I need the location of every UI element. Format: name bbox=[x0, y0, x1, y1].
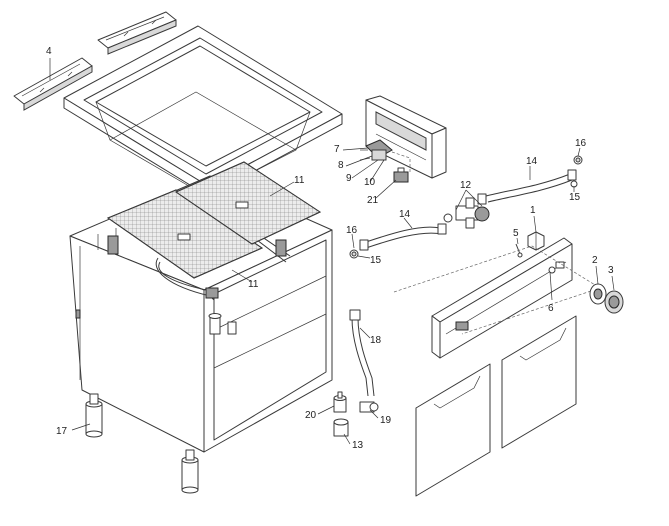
callout-3: 3 bbox=[608, 265, 614, 276]
callout-11-lower: 11 bbox=[248, 279, 259, 290]
knob bbox=[604, 290, 624, 314]
callout-15-left: 15 bbox=[370, 255, 382, 266]
callout-18: 18 bbox=[370, 335, 382, 346]
callout-11-upper: 11 bbox=[294, 175, 305, 186]
mesh-grid-upper bbox=[174, 161, 322, 245]
thermostat-assembly bbox=[359, 139, 411, 172]
drain-hose bbox=[349, 309, 375, 397]
callout-6: 6 bbox=[548, 303, 554, 314]
door-right bbox=[501, 315, 577, 449]
callout-7: 7 bbox=[334, 144, 340, 155]
gas-hose-left bbox=[359, 223, 447, 251]
top-lid-well bbox=[63, 25, 343, 197]
leader-lines bbox=[49, 58, 615, 445]
callout-20: 20 bbox=[305, 410, 317, 421]
callout-14-right: 14 bbox=[526, 156, 538, 167]
hinge-rail-left bbox=[13, 57, 93, 111]
callout-13: 13 bbox=[352, 440, 364, 451]
front-control-panel bbox=[431, 237, 573, 359]
callout-8: 8 bbox=[338, 160, 344, 171]
panel-outline-dashed bbox=[393, 245, 601, 335]
adjustable-foot-right bbox=[181, 449, 199, 494]
callout-10: 10 bbox=[364, 177, 376, 188]
callout-16-right: 16 bbox=[575, 138, 587, 149]
callout-16-left: 16 bbox=[346, 225, 358, 236]
mesh-grid-lower bbox=[106, 189, 264, 279]
door-left bbox=[415, 363, 491, 497]
callout-14-left: 14 bbox=[399, 209, 411, 220]
adjustable-foot-left bbox=[85, 393, 103, 438]
callout-1: 1 bbox=[530, 205, 536, 216]
hinge-rail-right bbox=[97, 11, 177, 55]
callout-15-right: 15 bbox=[569, 192, 581, 203]
drain-fitting-19 bbox=[359, 401, 379, 413]
part-1-block bbox=[527, 231, 545, 251]
gas-hose-right bbox=[477, 169, 577, 205]
callout-2: 2 bbox=[592, 255, 598, 266]
gas-valve-assembly bbox=[443, 197, 490, 229]
callout-21: 21 bbox=[367, 195, 379, 206]
part-5-screw bbox=[515, 243, 523, 258]
callout-19: 19 bbox=[380, 415, 392, 426]
fitting-left bbox=[349, 249, 359, 259]
drain-pipe-stub bbox=[208, 313, 237, 335]
callout-12: 12 bbox=[460, 180, 472, 191]
callout-5: 5 bbox=[513, 228, 519, 239]
callout-4: 4 bbox=[46, 46, 52, 57]
fitting-right bbox=[570, 155, 583, 188]
knob-bezel bbox=[589, 283, 607, 305]
control-box-housing bbox=[365, 95, 447, 179]
drain-elbow-20 bbox=[333, 391, 347, 413]
callout-9: 9 bbox=[346, 173, 352, 184]
drain-cap-13 bbox=[333, 418, 349, 437]
callout-17: 17 bbox=[56, 426, 68, 437]
switch-21 bbox=[393, 167, 409, 183]
